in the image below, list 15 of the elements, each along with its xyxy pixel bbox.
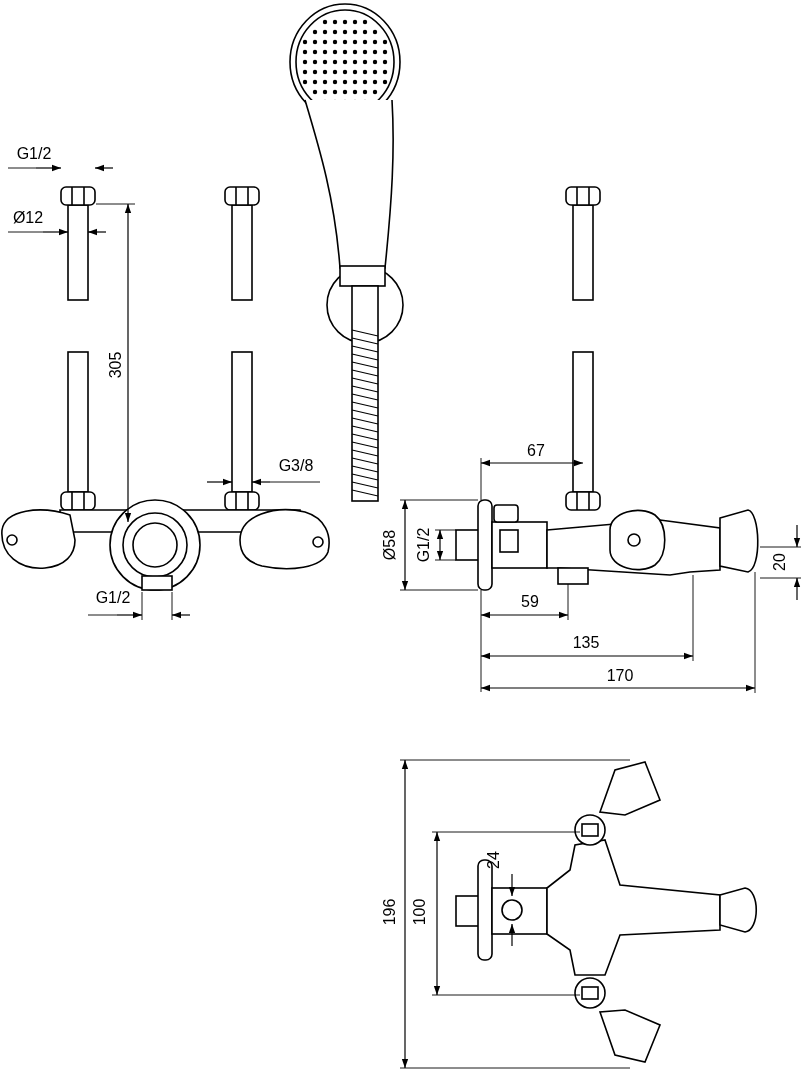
dimension-label: 135 [572, 635, 600, 651]
dimension-label: 196 [382, 898, 398, 926]
dimension-label: 67 [527, 443, 545, 459]
dimension-label: 24 [486, 851, 502, 869]
dimension-label: 20 [772, 553, 788, 571]
dimension-label: 170 [606, 668, 634, 684]
dimension-label: G1/2 [16, 146, 52, 162]
dimension-label: G3/8 [278, 458, 314, 474]
dimension-label: 305 [108, 351, 124, 379]
dimension-label: Ø58 [382, 529, 398, 561]
dimension-label: 59 [521, 594, 539, 610]
dimension-label: 100 [412, 898, 428, 926]
dimension-label: Ø12 [12, 210, 44, 226]
dimension-label: G1/2 [416, 527, 432, 563]
dimension-label: G1/2 [95, 590, 131, 606]
